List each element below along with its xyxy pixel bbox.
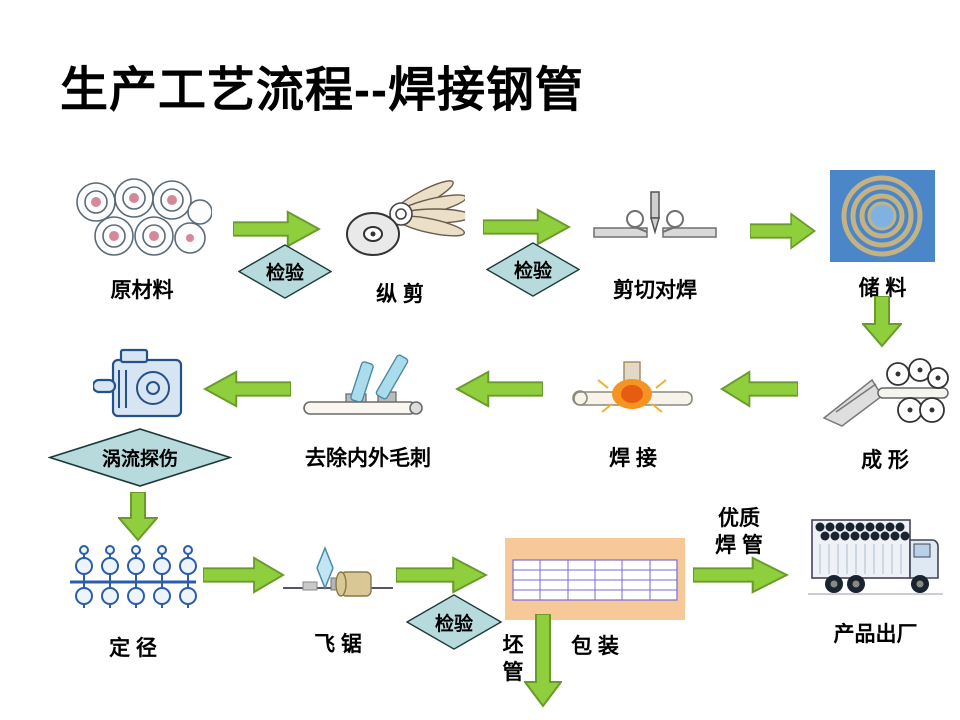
- slitting-machine-icon: [346, 180, 465, 256]
- arrow-right-saw-to-packing: [396, 556, 488, 594]
- deburring-icon: [303, 354, 423, 415]
- inspection-diamond-2: 检验: [486, 242, 580, 297]
- raw-materials-icon: [76, 178, 212, 256]
- flying-saw-label: 飞 锯: [314, 633, 362, 656]
- truck-icon: [808, 519, 943, 595]
- arrow-right-buttweld-to-storage: [750, 212, 816, 250]
- quality-pipe-note-line2: 焊 管: [715, 534, 763, 558]
- arrow-right-sizing-to-saw: [203, 556, 285, 594]
- slitting-node: 纵 剪: [335, 176, 465, 308]
- slitting-label: 纵 剪: [376, 283, 424, 306]
- blank-pipe-note-line2: 管: [502, 661, 524, 685]
- arrow-down-storage-to-forming: [862, 296, 902, 348]
- blank-pipe-note: 坯 管: [500, 632, 526, 687]
- shipping-label: 产品出厂: [833, 623, 918, 646]
- welding-node: 焊 接: [568, 350, 698, 472]
- eddy-current-machine-node: [93, 348, 188, 428]
- forming-node: 成 形: [820, 352, 950, 474]
- arrow-right-slitting-to-buttweld: [483, 208, 571, 246]
- arrow-down-eddy-to-sizing: [118, 492, 158, 542]
- arrow-down-packing-blank-pipe: [524, 614, 562, 708]
- raw-materials-node: 原材料: [72, 172, 212, 304]
- shear-butt-weld-icon: [593, 191, 717, 238]
- storage-node: 储 料: [830, 170, 935, 302]
- sizing-label: 定 径: [109, 637, 157, 660]
- arrow-right-packing-to-shipping: [693, 556, 789, 594]
- quality-pipe-note: 优质 焊 管: [700, 505, 778, 560]
- eddy-current-diamond: 涡流探伤: [48, 428, 232, 487]
- inspection-diamond-3: 检验: [406, 594, 502, 650]
- page-title: 生产工艺流程--焊接钢管: [60, 64, 584, 117]
- sizing-mill-icon: [70, 545, 197, 608]
- inspection-diamond-1: 检验: [238, 244, 332, 299]
- eddy-current-machine-icon: [93, 348, 183, 418]
- deburring-label: 去除内外毛刺: [305, 447, 431, 470]
- arrow-right-raw-to-slitting: [233, 210, 321, 248]
- blank-pipe-note-line1: 坯: [502, 634, 524, 657]
- sizing-node: 定 径: [68, 538, 198, 662]
- inspection-label-1: 检验: [265, 263, 304, 284]
- arrow-left-deburring-to-eddy: [203, 370, 291, 408]
- arrow-left-welding-to-deburring: [455, 370, 543, 408]
- flying-saw-icon: [283, 545, 393, 597]
- inspection-label-2: 检验: [513, 261, 552, 282]
- quality-pipe-note-line1: 优质: [718, 507, 760, 530]
- welding-icon: [572, 361, 693, 413]
- shipping-node: 产品出厂: [808, 510, 943, 648]
- packing-node: 包 装: [505, 538, 685, 660]
- deburring-node: 去除内外毛刺: [298, 350, 438, 472]
- arrow-left-forming-to-welding: [720, 370, 798, 408]
- packed-pipes-icon: [505, 538, 685, 620]
- flying-saw-node: 飞 锯: [283, 540, 393, 658]
- welding-label: 焊 接: [609, 447, 657, 470]
- diamond-shape-icon: [486, 242, 580, 297]
- raw-materials-label: 原材料: [110, 279, 174, 302]
- eddy-current-label: 涡流探伤: [101, 449, 178, 470]
- coil-storage-icon: [830, 170, 935, 262]
- forming-label: 成 形: [861, 449, 909, 472]
- diamond-shape-icon: [238, 244, 332, 299]
- inspection-label-3: 检验: [434, 613, 473, 635]
- packing-label: 包 装: [571, 635, 619, 658]
- diamond-shape-icon: [406, 594, 502, 650]
- storage-label: 储 料: [858, 277, 907, 300]
- butt-weld-label: 剪切对焊: [613, 279, 697, 302]
- butt-weld-node: 剪切对焊: [590, 188, 720, 304]
- diamond-shape-icon: [48, 428, 232, 487]
- forming-machine-icon: [822, 358, 949, 427]
